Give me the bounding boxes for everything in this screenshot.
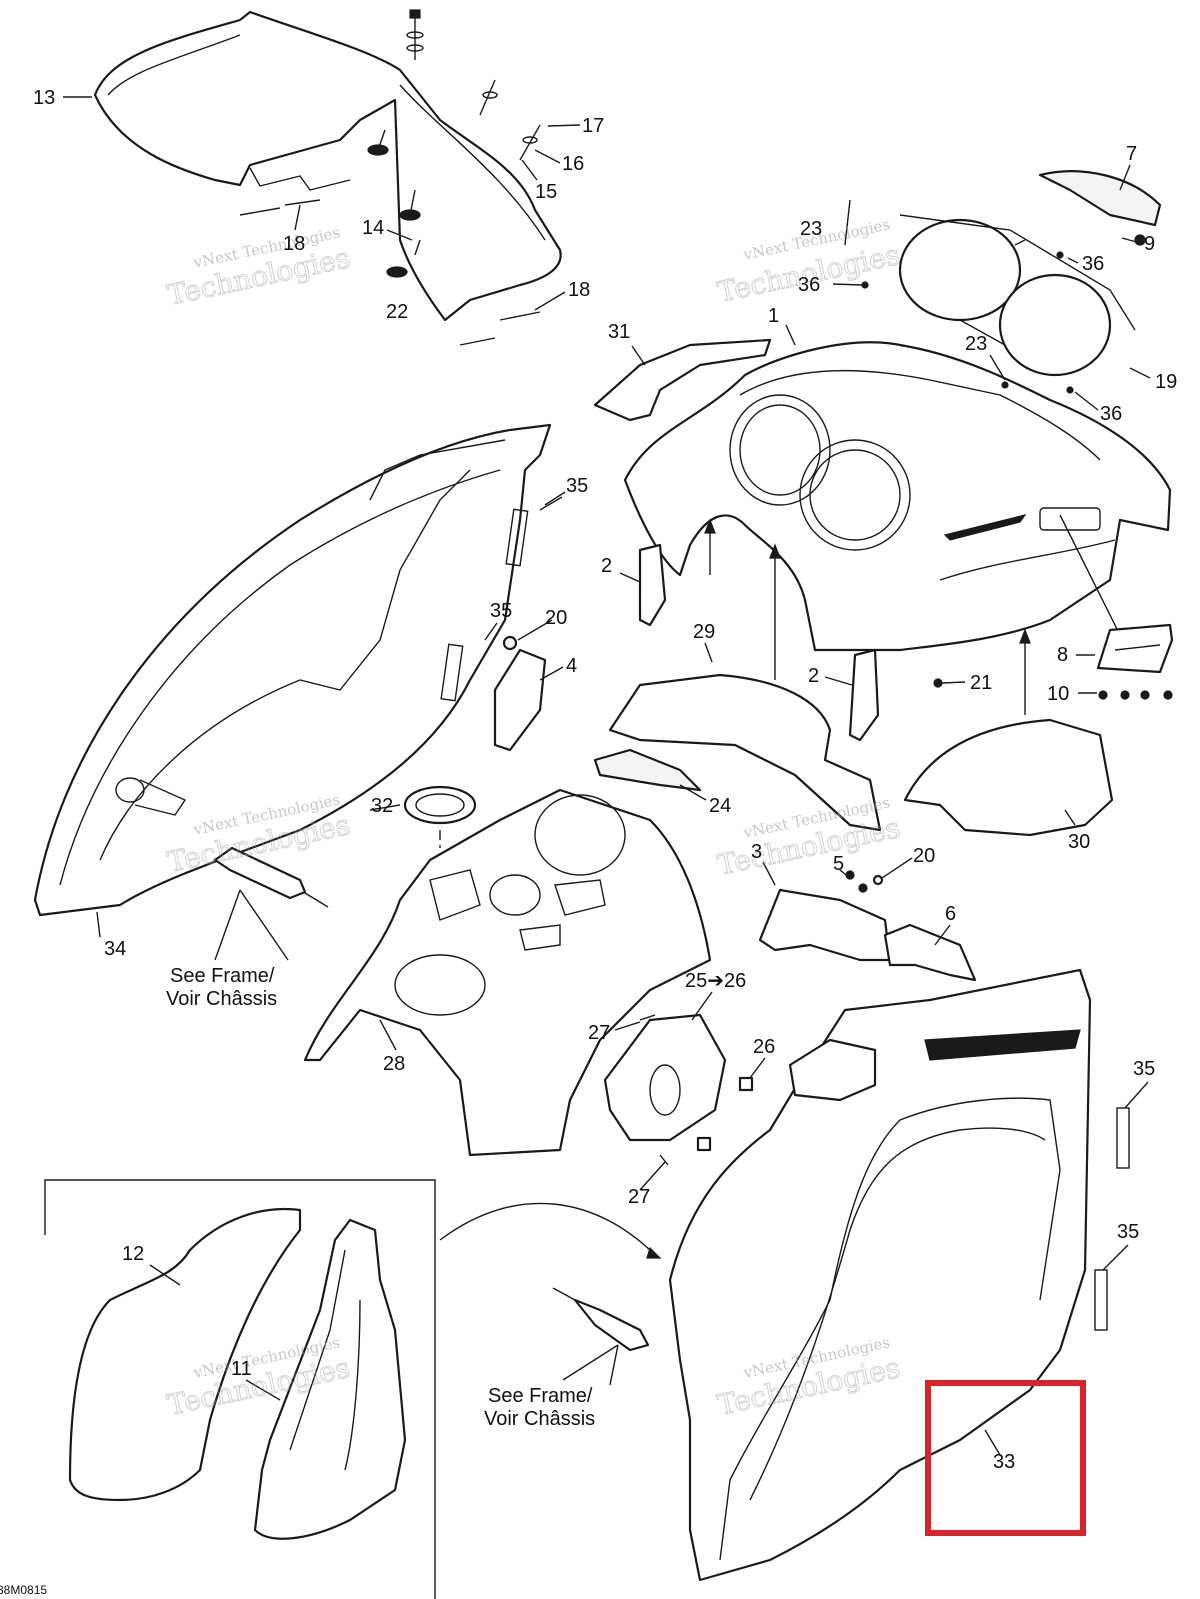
- callout-35-right-bottom: 35: [1117, 1221, 1139, 1243]
- callout-32: 32: [371, 795, 393, 817]
- callout-15: 15: [535, 181, 557, 203]
- callout-2-right: 2: [808, 665, 819, 687]
- callout-20-right: 20: [913, 845, 935, 867]
- part-hardware-top: [239, 9, 541, 346]
- see-frame-notes: See Frame/ Voir Châssis See Frame/ Voir …: [166, 965, 595, 1430]
- callout-6: 6: [945, 903, 956, 925]
- part-31-trim: [593, 338, 772, 422]
- part-13-windshield: [93, 10, 562, 322]
- callout-2-left: 2: [601, 555, 612, 577]
- part-3-6-bracket: [758, 870, 977, 982]
- callout-12: 12: [122, 1243, 144, 1265]
- callout-23-bottom: 23: [965, 333, 987, 355]
- see-frame-pointers: [213, 846, 650, 1386]
- callout-labels: 13 17 16 15 14 18 22 18 7 9 23 36 36 23 …: [33, 87, 1177, 1473]
- part-28-center-body: [303, 788, 712, 1157]
- callout-19: 19: [1155, 371, 1177, 393]
- callout-5: 5: [833, 853, 844, 875]
- part-small-hardware: [403, 543, 1114, 975]
- callout-1: 1: [768, 305, 779, 327]
- callout-35-right-top: 35: [1133, 1058, 1155, 1080]
- part-1-console: [623, 341, 1172, 652]
- callout-28: 28: [383, 1053, 405, 1075]
- callout-18-left: 18: [283, 233, 305, 255]
- callout-29: 29: [693, 621, 715, 643]
- callout-33: 33: [993, 1451, 1015, 1473]
- callout-30: 30: [1068, 831, 1090, 853]
- callout-16: 16: [562, 153, 584, 175]
- part-19-gauge-housing: [844, 170, 1162, 394]
- callout-4: 4: [566, 655, 577, 677]
- callout-23-top: 23: [800, 218, 822, 240]
- part-8-10-vent: [933, 623, 1174, 700]
- callout-36-left: 36: [798, 274, 820, 296]
- callout-27-bottom: 27: [628, 1186, 650, 1208]
- callout-13: 13: [33, 87, 55, 109]
- part-25-26-latch: [603, 1013, 754, 1166]
- callout-35-mid: 35: [490, 600, 512, 622]
- callout-11: 11: [231, 1358, 252, 1380]
- callout-8: 8: [1057, 644, 1068, 666]
- callout-24: 24: [709, 795, 731, 817]
- callout-14: 14: [362, 217, 384, 239]
- part-34-left-side-panel: [33, 423, 552, 917]
- part-33-right-side-panel: [668, 968, 1130, 1582]
- see-frame-left-line2: Voir Châssis: [166, 988, 277, 1010]
- callout-7: 7: [1126, 143, 1137, 165]
- callout-9: 9: [1144, 233, 1155, 255]
- callout-36-top: 36: [1082, 253, 1104, 275]
- callout-18-right: 18: [568, 279, 590, 301]
- callout-20-left: 20: [545, 607, 567, 629]
- callout-leaders: [63, 96, 1151, 1456]
- callout-10: 10: [1047, 683, 1069, 705]
- callout-22: 22: [386, 301, 408, 323]
- callout-25-26: 25➔26: [685, 970, 746, 992]
- callout-35-top: 35: [566, 475, 588, 497]
- callout-17: 17: [582, 115, 604, 137]
- callout-31: 31: [608, 321, 630, 343]
- assembly-arrows: [439, 239, 1126, 1259]
- inset-box: [44, 1179, 436, 1599]
- callout-26: 26: [753, 1036, 775, 1058]
- see-frame-right-line1: See Frame/: [488, 1385, 593, 1407]
- see-frame-left-line1: See Frame/: [170, 965, 275, 987]
- drawing-code: 38M0815: [0, 1583, 47, 1597]
- highlight-box: [925, 1380, 1086, 1536]
- callout-34: 34: [104, 938, 126, 960]
- callout-36-bottom: 36: [1100, 403, 1122, 425]
- see-frame-right-line2: Voir Châssis: [484, 1408, 595, 1430]
- callout-21: 21: [970, 672, 992, 694]
- callout-27-top: 27: [588, 1022, 610, 1044]
- callout-3: 3: [751, 841, 762, 863]
